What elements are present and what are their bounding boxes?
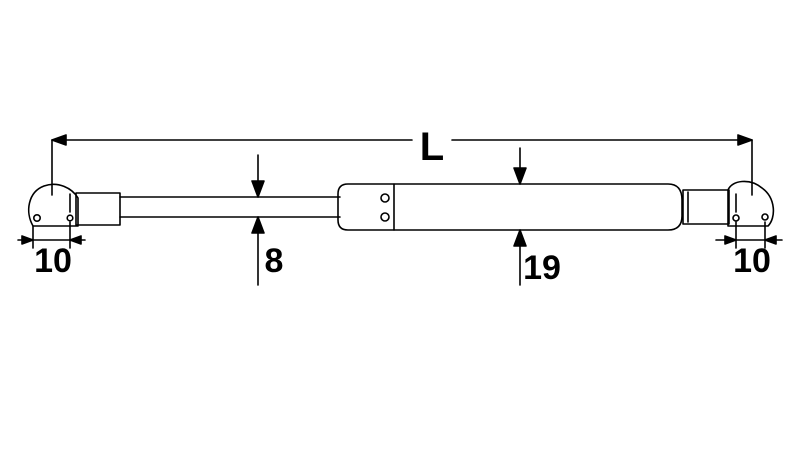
cylinder-diameter-dimension xyxy=(513,147,527,286)
piston-rod xyxy=(119,196,341,218)
right-end-fitting xyxy=(682,189,730,225)
length-dimension xyxy=(51,134,753,196)
left-end-fitting xyxy=(75,192,121,226)
right-socket-dimension xyxy=(715,221,783,249)
cylinder-body xyxy=(337,183,683,231)
left-ball-socket xyxy=(27,183,79,227)
right-socket-label: 10 xyxy=(733,242,771,280)
rod-diameter-dimension xyxy=(251,154,265,286)
length-label: L xyxy=(420,125,444,169)
cylinder-diameter-label: 19 xyxy=(523,249,561,287)
left-socket-dimension xyxy=(17,221,86,249)
left-socket-label: 10 xyxy=(34,242,72,280)
rod-diameter-label: 8 xyxy=(265,242,284,280)
right-ball-socket xyxy=(727,180,775,227)
